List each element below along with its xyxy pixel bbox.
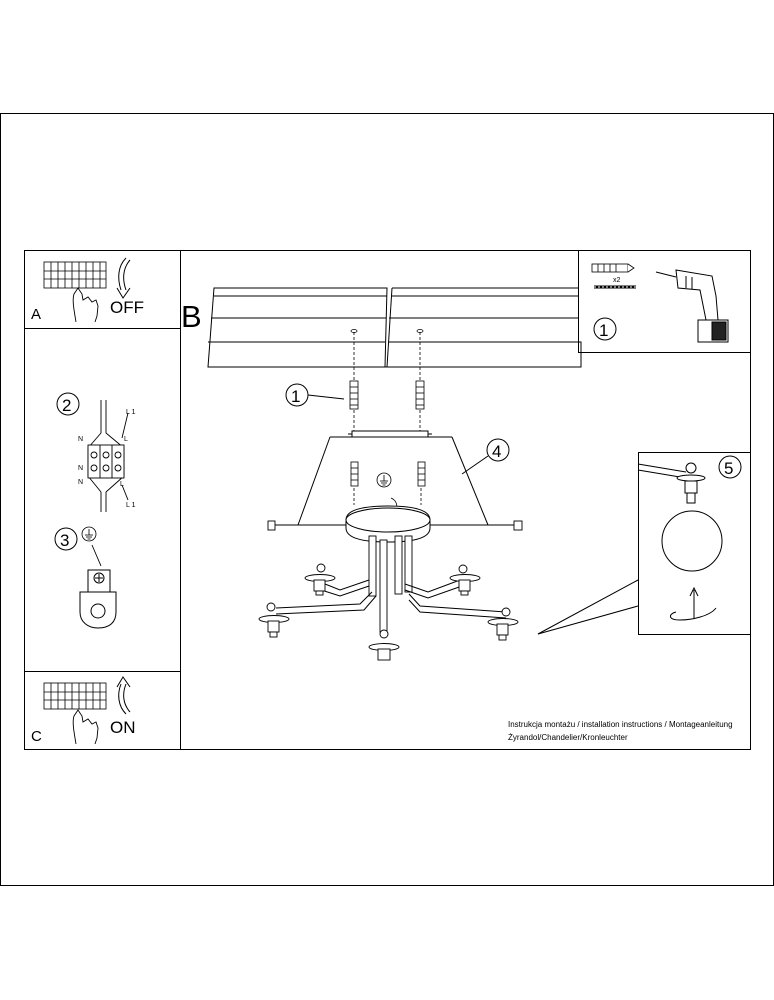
footer-line-2: Żyrandol/Chandelier/Kronleuchter <box>508 733 628 742</box>
bulb-socket <box>258 602 290 638</box>
wire-label-n-top: N <box>78 436 83 443</box>
earth-terminal: 3 <box>54 526 117 629</box>
panel-a: OFF A <box>24 250 181 329</box>
bulb-detail <box>537 452 751 635</box>
panel-a-letter: A <box>31 306 41 323</box>
wall-anchor <box>349 380 425 410</box>
wire-label-l1-top: L 1 <box>126 409 136 416</box>
wire-label-l-mid: L <box>124 436 128 443</box>
bulb-socket <box>487 607 519 641</box>
chandelier <box>258 430 523 661</box>
callout-2: 2 <box>62 396 71 415</box>
wire-label-l1-bottom: L 1 <box>126 502 136 509</box>
panel-c-letter: C <box>31 728 42 745</box>
callout-5: 5 <box>724 459 733 478</box>
quantity-label: x2 <box>613 277 621 284</box>
off-caption: OFF <box>110 298 144 317</box>
panel-b-letter: B <box>181 299 202 334</box>
callout-4: 4 <box>492 442 501 461</box>
wire-label-n-bottom: N <box>78 479 83 486</box>
panel-b: B <box>181 287 582 432</box>
drill-icon <box>655 269 729 343</box>
callout-1-tools: 1 <box>599 321 608 340</box>
wire-label-l-bottom: L <box>120 481 124 488</box>
curved-arrow-icon <box>116 257 131 299</box>
hand-icon <box>72 287 99 323</box>
footer-line-1: Instrukcja montażu / installation instru… <box>508 720 733 729</box>
ground-symbol-icon <box>376 472 398 511</box>
bulb-socket <box>449 564 481 596</box>
hand-icon <box>72 709 99 745</box>
panel-c: ON C <box>24 671 181 750</box>
on-caption: ON <box>110 718 136 737</box>
ground-symbol-icon <box>81 526 97 542</box>
tools-box: x2 1 <box>578 250 751 353</box>
wiring-diagram: 2 L 1 N N L N L L 1 <box>56 392 136 512</box>
breaker-switch-icon <box>43 682 107 710</box>
wire-label-n-mid: N <box>78 465 83 472</box>
rotate-arrow-icon <box>670 586 717 621</box>
breaker-switch-icon <box>43 261 107 289</box>
bulb-socket <box>368 629 400 661</box>
curved-arrow-icon <box>116 676 131 715</box>
bulb-icon <box>661 510 723 572</box>
bulb-socket <box>304 563 336 596</box>
callout-1-anchors: 1 <box>291 387 300 406</box>
callout-3: 3 <box>60 531 69 550</box>
